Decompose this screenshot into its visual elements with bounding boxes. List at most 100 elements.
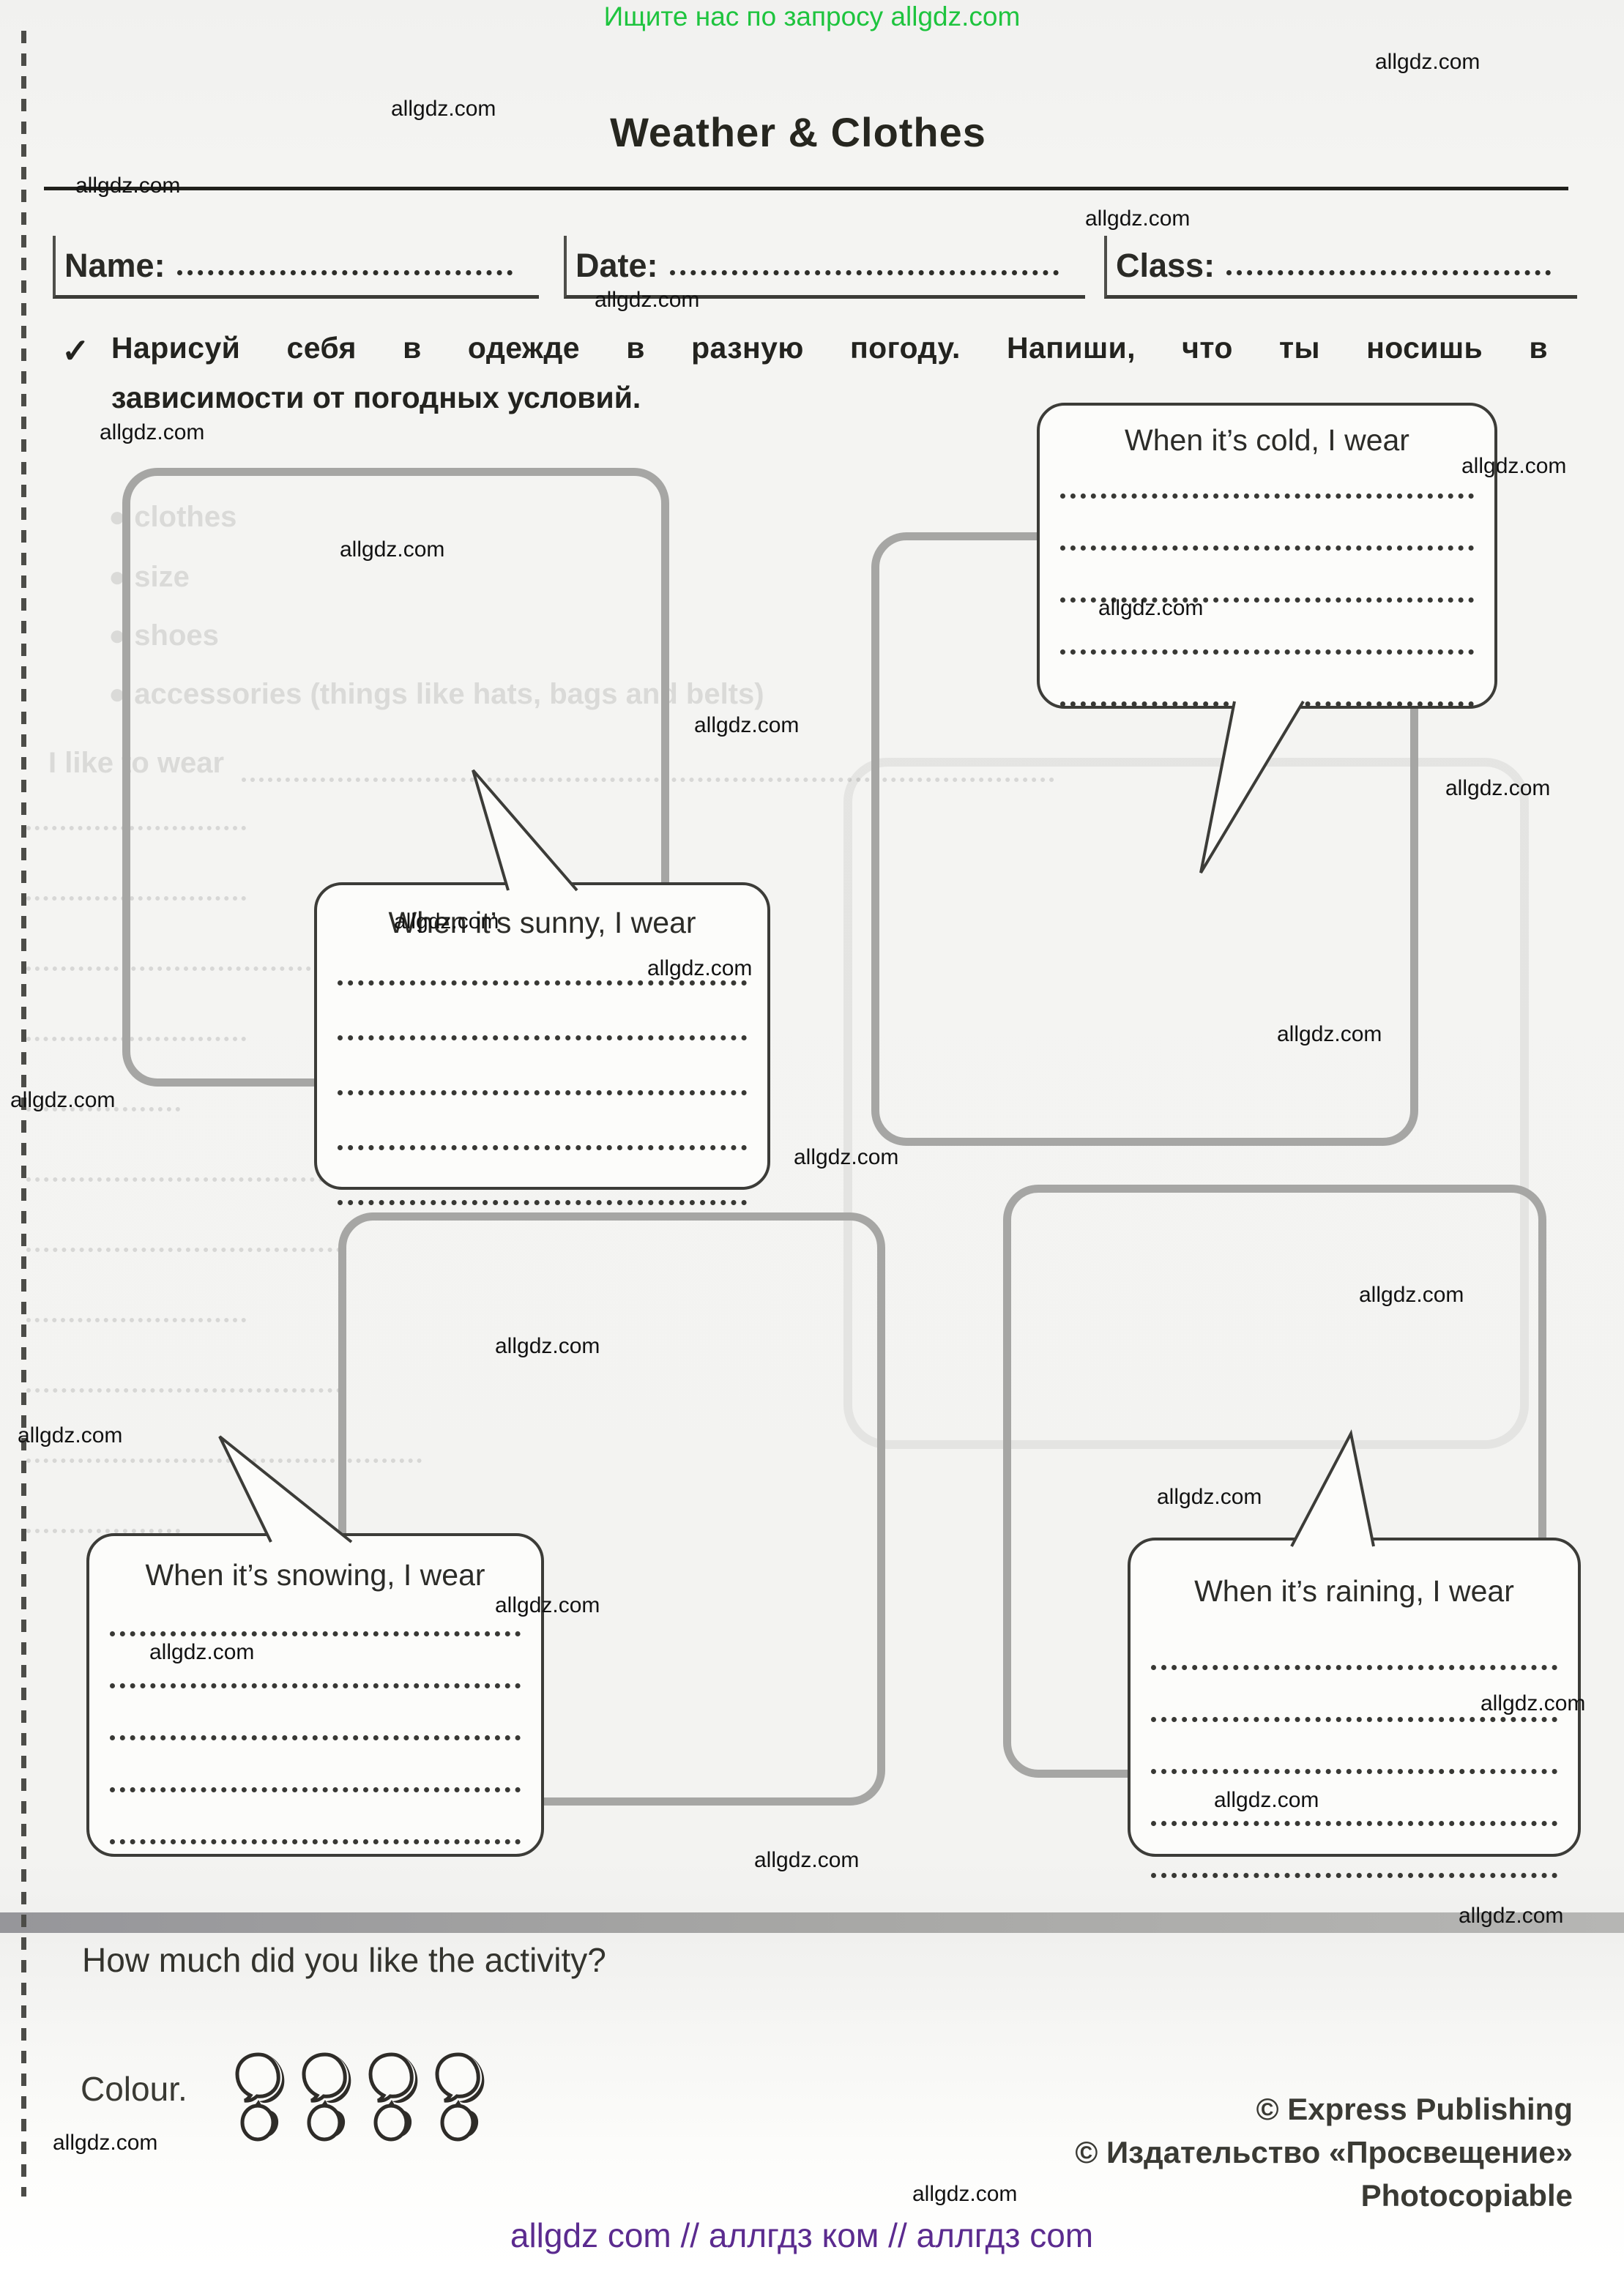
writing-line: [338, 1035, 747, 1040]
page-title: Weather & Clothes: [610, 109, 986, 155]
watermark: allgdz.com: [495, 1334, 600, 1358]
speech-bubble-snowing: When it’s snowing, I wear: [86, 1533, 544, 1857]
colour-label: Colour.: [81, 2070, 187, 2108]
bubble-raining-lines: [1151, 1618, 1557, 1878]
colour-shapes-row: [231, 2050, 538, 2149]
class-dotted-line: [1226, 270, 1551, 275]
bubble-cold-title: When it’s cold, I wear: [1125, 423, 1409, 457]
ghost-line: [26, 896, 246, 901]
writing-line: [1151, 1717, 1557, 1722]
name-dotted-line: [176, 270, 513, 275]
watermark: allgdz.com: [75, 174, 181, 198]
writing-line: [338, 980, 747, 986]
watermark: allgdz.com: [340, 537, 445, 562]
bubble-raining-title: When it’s raining, I wear: [1194, 1574, 1514, 1608]
bubble-sunny-title: When it’s sunny, I wear: [388, 906, 696, 939]
ghost-line: [26, 1529, 180, 1533]
watermark: allgdz.com: [1098, 596, 1204, 620]
name-field: Name:: [53, 236, 539, 299]
writing-line: [1060, 545, 1474, 551]
bubble-cold-lines: [1060, 447, 1474, 707]
class-field: Class:: [1104, 236, 1577, 299]
copyright-block: © Express Publishing © Издательство «Про…: [1075, 2088, 1573, 2217]
writing-line: [1151, 1821, 1557, 1826]
watermark: allgdz.com: [495, 1593, 600, 1617]
ghost-text: ● accessories (things like hats, bags an…: [108, 678, 764, 710]
promo-banner: Ищите нас по запросу allgdz.com: [603, 1, 1021, 31]
colour-blob-shape: [368, 2052, 418, 2142]
watermark: allgdz.com: [1461, 454, 1567, 478]
date-dotted-line: [669, 270, 1059, 275]
speech-bubble-cold: When it’s cold, I wear: [1037, 403, 1497, 709]
writing-line: [1060, 649, 1474, 655]
colour-blob-shape: [235, 2052, 285, 2142]
instruction-line2: зависимости от погодных условий.: [111, 381, 641, 414]
writing-line: [338, 1145, 747, 1150]
copyright-photocopiable: Photocopiable: [1360, 2177, 1573, 2213]
watermark: allgdz.com: [100, 420, 205, 444]
ghost-line: [26, 1318, 246, 1322]
copyright-express: © Express Publishing: [1256, 2092, 1573, 2126]
watermark: allgdz.com: [394, 909, 499, 934]
writing-line: [1060, 597, 1474, 603]
watermark: allgdz.com: [1480, 1691, 1586, 1715]
date-label: Date:: [576, 246, 658, 284]
bubble-sunny-lines: [338, 931, 747, 1205]
writing-line: [110, 1839, 521, 1844]
instruction-line1: Нарисуй себя в одежде в разную погоду. Н…: [111, 331, 1548, 365]
ghost-line: [26, 1388, 341, 1393]
ghost-text: I like to wear: [48, 747, 225, 779]
watermark: allgdz.com: [10, 1088, 116, 1112]
watermark: allgdz.com: [1459, 1904, 1564, 1928]
watermark: allgdz.com: [53, 2131, 158, 2155]
speech-bubble-raining: When it’s raining, I wear: [1128, 1538, 1581, 1878]
separator-band: [0, 1912, 1624, 1933]
writing-line: [1060, 493, 1474, 499]
writing-line: [110, 1735, 521, 1740]
watermark: allgdz.com: [912, 2182, 1018, 2206]
ghost-line: [26, 966, 407, 971]
watermark: allgdz.com: [1277, 1022, 1382, 1046]
class-label: Class:: [1116, 246, 1215, 284]
ghost-line: [26, 826, 246, 830]
name-label: Name:: [64, 246, 165, 284]
watermark: allgdz.com: [595, 288, 700, 312]
check-icon: ✓: [62, 332, 90, 370]
writing-line: [338, 1090, 747, 1095]
speech-bubble-sunny: When it’s sunny, I wear: [314, 882, 770, 1205]
footer-domains: allgdz com // аллгдз ком // аллгдз com: [510, 2216, 1094, 2254]
bubble-snowing-title: When it’s snowing, I wear: [145, 1558, 485, 1592]
title-rule: [44, 187, 1568, 190]
colour-blob-shape: [435, 2052, 485, 2142]
writing-line: [1151, 1873, 1557, 1878]
watermark: allgdz.com: [149, 1640, 255, 1664]
bubble-snowing-lines: [110, 1584, 521, 1844]
watermark: allgdz.com: [1214, 1788, 1319, 1812]
writing-line: [1151, 1665, 1557, 1670]
watermark: allgdz.com: [1359, 1283, 1464, 1307]
bubble-snowing-tail: [218, 1435, 353, 1543]
watermark: allgdz.com: [794, 1145, 899, 1169]
watermark: allgdz.com: [391, 97, 496, 121]
writing-line: [110, 1683, 521, 1688]
writing-line: [1151, 1769, 1557, 1774]
ghost-text: ● size: [108, 561, 190, 593]
ghost-line: [26, 1248, 341, 1252]
watermark: allgdz.com: [1157, 1485, 1262, 1509]
activity-question: How much did you like the activity?: [82, 1941, 606, 1979]
writing-line: [110, 1787, 521, 1792]
cut-dashed-line: [21, 31, 26, 2197]
writing-line: [338, 1200, 747, 1205]
watermark: allgdz.com: [1375, 50, 1480, 74]
writing-line: [110, 1631, 521, 1636]
watermark: allgdz.com: [694, 713, 800, 737]
watermark: allgdz.com: [1085, 206, 1191, 231]
colour-blob-shape: [302, 2052, 351, 2142]
watermark: allgdz.com: [18, 1423, 123, 1448]
date-field: Date:: [564, 236, 1085, 299]
ghost-line: [242, 778, 1054, 782]
ghost-line: [26, 1107, 180, 1111]
watermark: allgdz.com: [1445, 776, 1551, 800]
watermark: allgdz.com: [754, 1848, 860, 1872]
